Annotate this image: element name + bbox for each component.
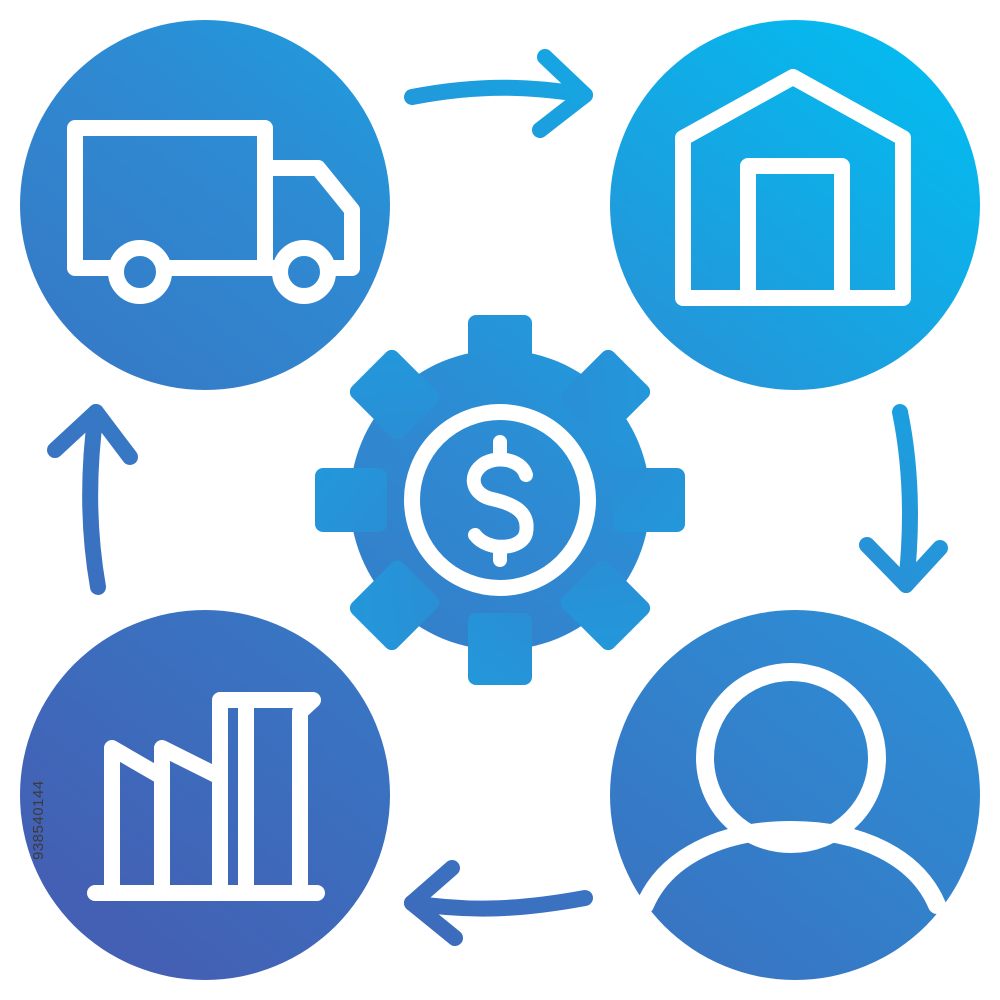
stock-id-label: 938540144: [30, 780, 47, 860]
arrow-warehouse-to-customer-icon: [859, 404, 948, 593]
dollar-sign-icon: [466, 435, 534, 567]
customer-user-icon: [636, 663, 946, 914]
coin-ring: [404, 404, 596, 596]
arrow-customer-to-growth-icon: [404, 860, 593, 946]
delivery-truck-icon: [67, 120, 360, 304]
gear-dollar-icon: [315, 315, 685, 685]
flow-arrows: [47, 49, 948, 946]
customer-node-circle: [610, 610, 980, 980]
growth-node: [20, 610, 390, 980]
truck-node: [20, 20, 390, 390]
arrow-truck-to-warehouse-icon: [404, 49, 593, 138]
arrow-growth-to-truck-icon: [47, 404, 138, 595]
growth-node-circle: [20, 610, 390, 980]
warehouse-node: [610, 20, 980, 390]
growth-bar-chart-icon: [87, 692, 325, 901]
warehouse-icon: [675, 69, 911, 306]
customer-node: [610, 610, 980, 980]
